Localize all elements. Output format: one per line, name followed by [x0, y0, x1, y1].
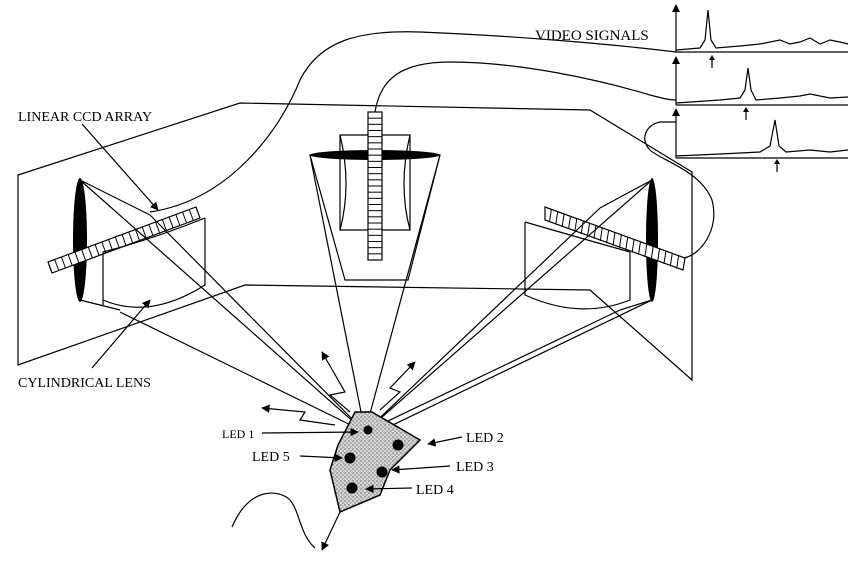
ccd-pixel-divider — [625, 237, 629, 251]
ccd-pixel-divider — [650, 246, 654, 260]
ccd-pixel-divider — [67, 254, 73, 266]
ccd-pixel-divider — [593, 225, 597, 239]
ccd-pixel-divider — [561, 213, 565, 228]
left-camera — [47, 178, 206, 311]
ccd-pixel-divider — [574, 218, 578, 232]
right-camera-lens-disc — [646, 178, 658, 302]
led-4-dot — [346, 482, 358, 494]
ccd-pixel-divider — [669, 253, 673, 267]
led-1-label: LED 1 — [222, 427, 254, 441]
ccd-pixel-divider — [121, 234, 127, 246]
video-signal-1 — [672, 4, 849, 68]
text-labels: VIDEO SIGNALS LINEAR CCD ARRAY CYLINDRIC… — [18, 28, 649, 498]
center-camera — [309, 111, 441, 281]
led-3-label: LED 3 — [456, 460, 494, 475]
ccd-pixel-divider — [612, 232, 616, 246]
linear-ccd-array-label: LINEAR CCD ARRAY — [18, 110, 152, 125]
ccd-pixel-divider — [148, 224, 154, 236]
ccd-pixel-divider — [87, 246, 93, 259]
ccd-pixel-divider — [54, 259, 60, 271]
ccd-pixel-divider — [182, 211, 188, 224]
left-cylindrical-lens — [102, 217, 206, 308]
ccd-pixel-divider — [631, 239, 635, 253]
led-5-dot — [344, 452, 356, 464]
ccd-pixel-divider — [74, 251, 80, 264]
ccd-pixel-divider — [676, 255, 680, 269]
ccd-pixel-divider — [548, 209, 552, 223]
right-cylindrical-lens — [524, 221, 631, 310]
leader-arrows — [81, 123, 463, 494]
led-2-label: LED 2 — [466, 431, 504, 446]
led-4-label: LED 4 — [416, 483, 454, 498]
ccd-pixel-divider — [663, 250, 667, 265]
ccd-pixel-divider — [657, 248, 661, 262]
ccd-pixel-divider — [155, 221, 161, 234]
video-signal-2 — [672, 56, 849, 120]
ccd-pixel-divider — [60, 256, 66, 269]
emission-arrows — [261, 351, 416, 426]
video-signal-plots — [672, 4, 849, 172]
ccd-pixel-divider — [618, 234, 622, 248]
led-target — [231, 411, 422, 551]
ccd-pixel-divider — [81, 249, 87, 261]
target-plate — [329, 411, 422, 514]
ccd-pixel-divider — [567, 216, 571, 230]
ccd-pixel-divider — [94, 244, 100, 256]
right-ccd-array — [544, 206, 686, 271]
center-ccd-array — [367, 111, 383, 261]
ccd-pixel-divider — [637, 241, 641, 255]
ccd-pixel-divider — [175, 214, 181, 226]
right-camera — [524, 178, 686, 311]
left-camera-lens-disc — [73, 178, 87, 302]
light-rays — [79, 154, 653, 436]
ccd-pixel-divider — [587, 223, 591, 237]
led-3-dot — [376, 466, 388, 478]
left-ccd-array — [47, 206, 201, 274]
video-signal-3 — [672, 108, 849, 172]
led-2-dot — [392, 439, 404, 451]
ccd-pixel-divider — [161, 219, 167, 231]
ccd-pixel-divider — [134, 229, 140, 241]
ccd-pixel-divider — [108, 239, 114, 251]
ccd-pixel-divider — [580, 220, 584, 234]
cylindrical-lens-label: CYLINDRICAL LENS — [18, 376, 151, 391]
ccd-pixel-divider — [168, 216, 174, 229]
ccd-pixel-divider — [644, 244, 648, 258]
ccd-pixel-divider — [606, 230, 610, 244]
led-1-dot — [363, 425, 373, 435]
ccd-pixel-divider — [555, 211, 559, 225]
ccd-pixel-divider — [599, 227, 603, 241]
mounting-frame — [17, 102, 693, 382]
led-5-label: LED 5 — [252, 450, 290, 465]
video-signals-label: VIDEO SIGNALS — [535, 28, 649, 44]
ccd-pixel-divider — [128, 231, 134, 244]
ccd-pixel-divider — [114, 236, 120, 249]
signal-cables — [149, 31, 715, 259]
ccd-pixel-divider — [141, 226, 147, 239]
ccd-pixel-divider — [188, 209, 194, 221]
